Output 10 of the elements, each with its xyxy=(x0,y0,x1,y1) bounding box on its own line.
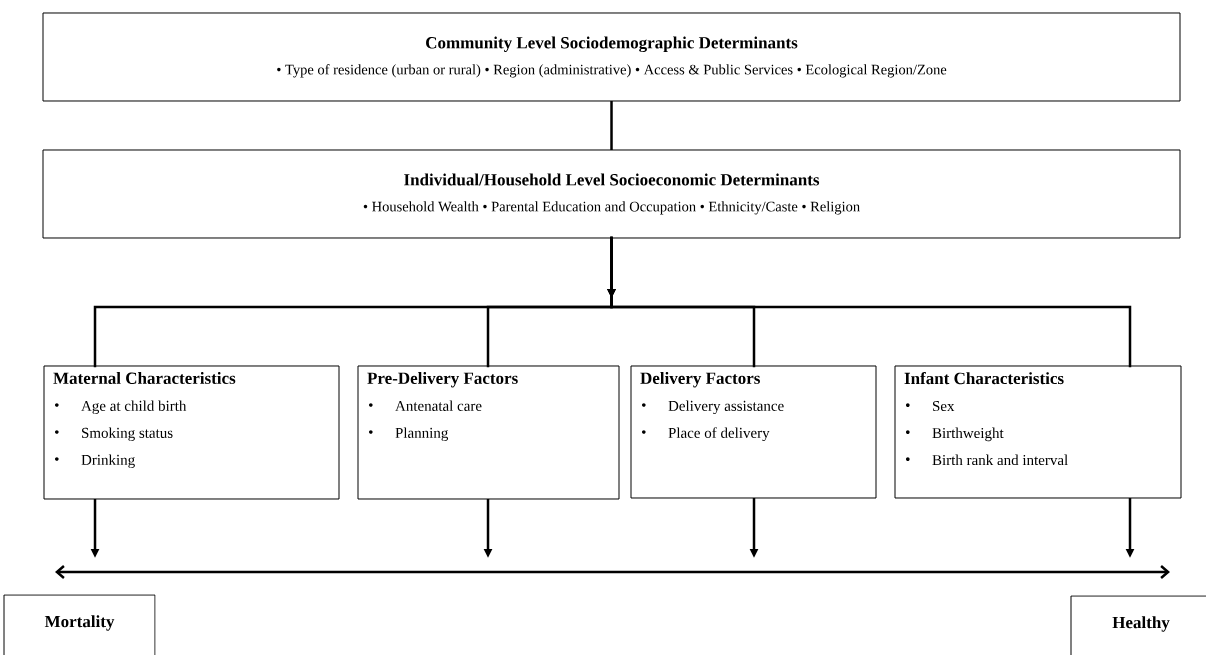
connector xyxy=(610,101,613,150)
factor-box: Infant Characteristics Sex Birthweight Birth rank and interval xyxy=(894,365,1182,499)
outcome-box: Mortality xyxy=(3,594,156,655)
determinants-box: Community Level Sociodemographic Determinants • Type of residence (urban or rural) • Region (administrative) • Access & Public Services • Ecological Region/Zone xyxy=(42,12,1181,102)
determinants-box: Individual/Household Level Socioeconomic Determinants • Household Wealth • Parental Education and Occupation • Ethnicity/Caste • Religion xyxy=(42,149,1181,239)
arrow xyxy=(607,236,1132,368)
outcome-box: Healthy xyxy=(1070,595,1206,655)
factor-box: Delivery Factors Delivery assistance Place of delivery xyxy=(630,365,877,499)
factor-box: Pre-Delivery Factors Antenatal care Planning xyxy=(357,365,620,500)
factor-box: Maternal Characteristics Age at child birth Smoking status Drinking xyxy=(43,365,340,500)
